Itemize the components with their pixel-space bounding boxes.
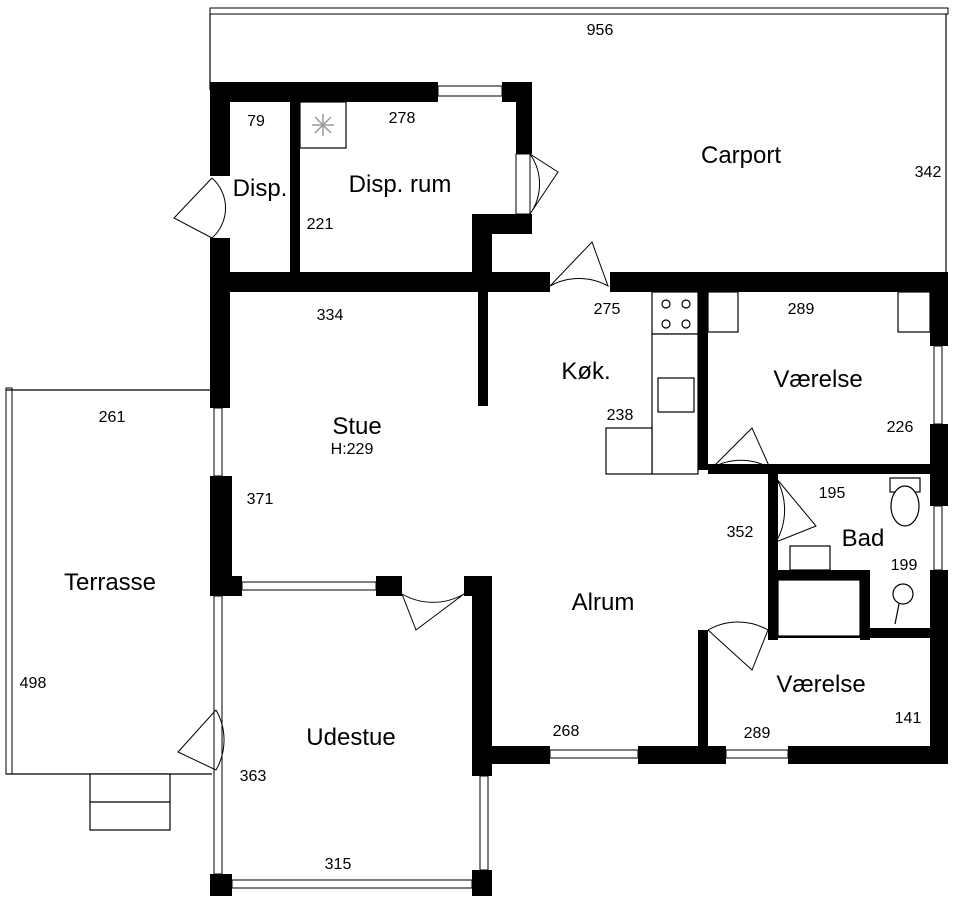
wardrobe-icon	[897, 291, 931, 333]
windows	[213, 85, 943, 889]
dim-stue-width: 334	[317, 307, 344, 324]
door-disp-rum[interactable]	[529, 153, 559, 215]
dim-bad-width: 195	[819, 485, 846, 502]
stove-icon	[651, 291, 699, 335]
room-udestue: Udestue	[306, 724, 395, 751]
door-udestue[interactable]	[401, 593, 465, 631]
door-vaerelse-top[interactable]	[711, 427, 772, 470]
carport-outline	[209, 7, 949, 278]
dim-terrasse-depth: 498	[20, 675, 47, 692]
room-disp-rum: Disp. rum	[349, 171, 452, 198]
cabinet	[777, 579, 861, 637]
room-terrasse: Terrasse	[64, 569, 156, 596]
dimension-labels: 956 342 79 278 221 334 275 289 238 226 2…	[20, 22, 942, 873]
dim-bad-depth: 199	[891, 557, 918, 574]
walls	[210, 82, 948, 896]
dim-udestue-depth: 363	[240, 768, 267, 785]
room-labels: Carport Disp. Disp. rum Køk. Værelse Stu…	[64, 142, 884, 751]
room-bad: Bad	[842, 525, 885, 552]
dim-koek-width: 275	[594, 301, 621, 318]
dim-vaerelse-bottom-width: 289	[744, 725, 771, 742]
toilet-icon	[890, 485, 920, 527]
fan-icon	[312, 114, 334, 136]
room-disp: Disp.	[233, 175, 288, 202]
dim-disp-width: 79	[247, 113, 265, 130]
wardrobe-icon	[707, 291, 739, 333]
dim-alrum-depth: 352	[727, 524, 754, 541]
room-stue-height: H:229	[331, 441, 374, 458]
dim-vaerelse-top-depth: 226	[887, 419, 914, 436]
door-disp[interactable]	[173, 177, 226, 239]
washbasin-icon	[789, 545, 831, 571]
dim-disp-rum-depth: 221	[307, 216, 334, 233]
room-alrum: Alrum	[572, 589, 635, 616]
kitchen-island	[605, 427, 653, 475]
doors	[173, 153, 817, 771]
dim-disp-rum-width: 278	[389, 110, 416, 127]
dim-vaerelse-bottom-depth: 141	[895, 710, 922, 727]
room-vaerelse-bottom: Værelse	[776, 671, 865, 698]
door-bad[interactable]	[774, 477, 817, 544]
terrace-outline	[5, 387, 212, 775]
dim-vaerelse-top-width: 289	[788, 301, 815, 318]
door-vaerelse-bottom[interactable]	[707, 621, 769, 671]
dim-koek-depth: 238	[607, 407, 634, 424]
door-terrasse[interactable]	[177, 709, 225, 771]
dim-stue-depth: 371	[247, 491, 274, 508]
dim-udestue-width: 315	[325, 856, 352, 873]
room-vaerelse-top: Værelse	[773, 366, 862, 393]
sink-icon	[657, 377, 695, 413]
dim-carport-width: 956	[587, 22, 614, 39]
dim-terrasse-width: 261	[99, 409, 126, 426]
terrace-steps	[89, 773, 171, 831]
shower-icon	[892, 583, 914, 605]
dim-carport-depth: 342	[915, 164, 942, 181]
fixtures	[299, 101, 931, 637]
room-stue: Stue	[332, 413, 381, 440]
dim-alrum-width: 268	[553, 723, 580, 740]
room-carport: Carport	[701, 142, 781, 169]
room-koek: Køk.	[561, 358, 610, 385]
door-entry[interactable]	[549, 241, 609, 288]
